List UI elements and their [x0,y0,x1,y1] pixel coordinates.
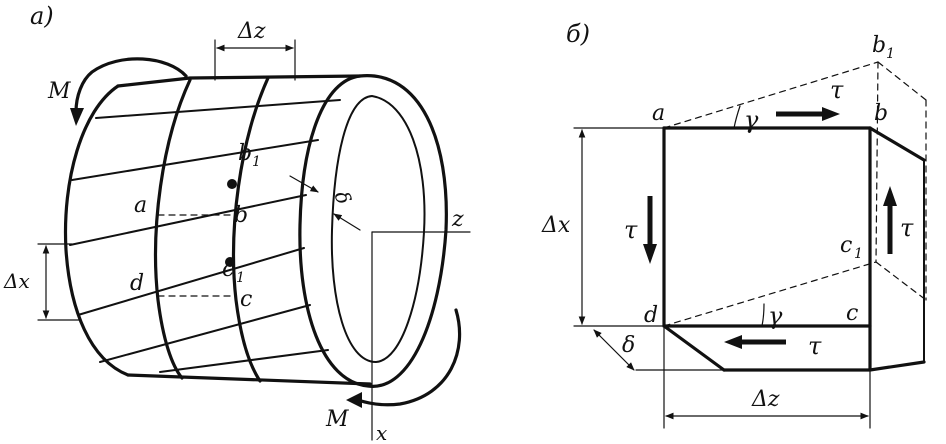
moment-arrow-bottom-head [346,392,362,408]
delta-dimension-line-b [593,329,635,371]
section-line-2 [231,76,270,383]
tube-front-outer-ring [298,74,448,388]
panel-a-tag: а) [30,2,54,30]
panel-b-element: б) γ γ τ τ τ τ [541,20,927,429]
label-delta-x-a: Δx [3,269,30,293]
tau-arrow-bottom-head [724,335,742,349]
dashed-b1-c1 [875,61,879,263]
label-tau-bottom: τ [808,332,822,360]
angle-gamma-top [733,105,741,129]
tube-front-inner-ring [330,95,426,363]
dashed-a-b1 [663,61,879,129]
label-gamma-top: γ [744,106,759,134]
panel-b-tag: б) [566,20,590,48]
label-b-a: b [234,203,248,228]
label-c1-b: c [840,233,852,258]
delta-pointer-2 [333,213,361,231]
label-c-a: c [240,287,252,312]
label-c1-sub-b: 1 [854,246,863,262]
section-line-1 [153,78,192,380]
label-b1-sub-a: 1 [252,154,261,170]
label-b1-sub-b: 1 [886,46,895,62]
label-delta-z-a: Δz [237,19,266,44]
label-b-b: b [874,101,888,126]
label-c-b: c [846,301,858,326]
label-delta-z-b: Δz [751,387,780,412]
dashed-b1-back [877,61,927,101]
thickness-edge-d [662,324,726,372]
label-x-a: x [376,421,387,444]
dashed-d-c1 [663,261,877,327]
tau-arrow-left-head [643,244,657,264]
tube-bottom-edge [126,373,372,386]
label-a-b: a [652,101,665,126]
tube-top-edge [116,74,362,88]
label-delta-x-b: Δx [541,213,571,238]
label-z-a: z [451,207,464,232]
label-b1-a: b [238,141,252,166]
label-tau-top: τ [830,76,844,104]
label-gamma-bottom: γ [768,302,783,330]
label-c1-a: c [222,257,234,282]
point-c1 [225,257,235,267]
tau-arrow-right-head [883,186,897,206]
moment-arrow-top [74,57,188,114]
helical-lines [69,99,341,373]
delta-pointer-1 [289,175,319,193]
panel-a-tube: а) Δz [3,2,471,444]
label-c1-sub-a: 1 [236,270,245,286]
moment-arrow-top-head [70,108,84,126]
label-b1-b: b [872,33,886,58]
label-moment-top: M [47,79,71,104]
moment-arrow-bottom [356,308,462,407]
tube-left-end [63,84,130,377]
label-tau-left: τ [624,216,638,244]
label-delta-b: δ [622,333,635,358]
label-d-a: d [130,271,144,296]
label-d-b: d [644,303,658,328]
thickness-edge-c [868,360,926,372]
thickness-edge-b [868,126,926,162]
angle-gamma-bottom [761,303,765,327]
point-b1 [227,179,237,189]
label-moment-bottom: M [325,407,349,432]
tau-arrow-top-head [822,107,840,121]
label-a-a: a [134,193,147,218]
label-tau-right: τ [900,214,914,242]
dashed-c1-back [875,261,927,301]
